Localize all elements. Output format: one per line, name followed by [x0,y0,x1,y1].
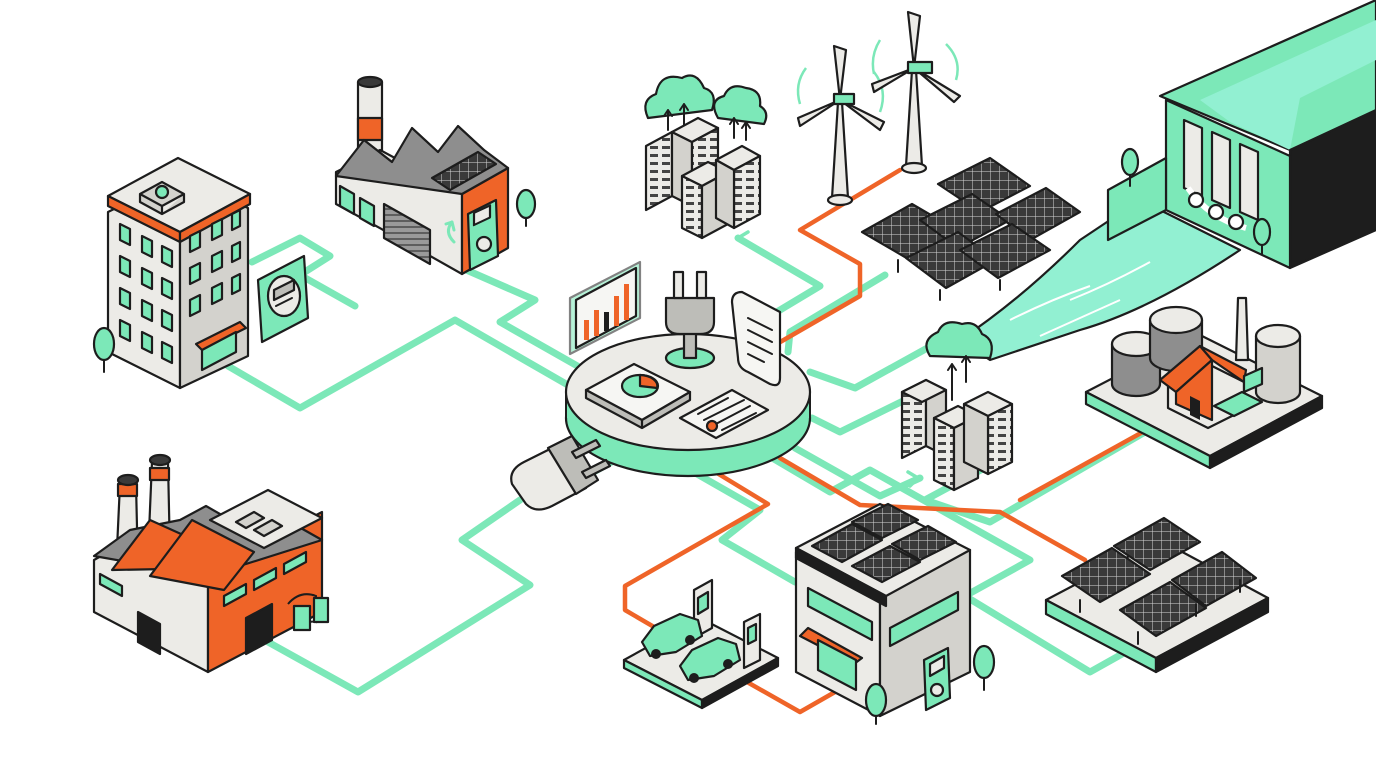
wind-turbine-icon [796,44,886,207]
bar-chart-icon [568,260,642,356]
link-orange-ev [622,467,771,651]
smart-meter-icon [256,254,310,344]
link-commercial [686,466,799,586]
server-rack-icon [900,378,1014,492]
link-edge-dc-2 [791,444,924,500]
link-solar-farm [784,271,889,356]
cloud-upload-icon [644,74,768,141]
solar-panel-icon [860,156,1082,301]
office-windows [118,208,242,365]
wind-turbine-icon [870,10,962,175]
office-building [92,156,310,390]
meter-icon [466,198,500,272]
solar-panel-icon [810,502,958,584]
dam-icon [1106,0,1376,270]
server-rack-icon [644,116,762,240]
solar-farm [860,156,1082,301]
power-plug [510,434,612,511]
tree-icon [515,188,537,227]
wind-farm [796,10,962,207]
link-orange-wind [772,167,903,348]
solar-panel-icon [1060,516,1258,645]
ground-solar-array [1044,516,1270,674]
chimney-icon [1234,296,1250,362]
link-hydro [806,326,964,392]
link-orange-ground [777,455,1088,563]
plug-icon [510,434,612,511]
pipe-icon [287,593,330,632]
tree-icon [1120,147,1140,177]
solar-commercial-building [794,502,996,725]
link-office-meter [248,234,359,310]
ev-charging-station [622,578,780,710]
tree-icon [864,644,996,725]
link-ground-solar [758,448,1194,676]
industrial-factory [92,453,330,674]
link-office [224,316,584,412]
invoice-scroll-icon [730,290,782,387]
tree-icon [1252,217,1272,247]
cloud-icon [925,321,993,360]
tree-icon [92,326,116,373]
car-icon [640,612,742,683]
cloud-data-center [644,74,768,240]
central-hub [564,260,812,478]
link-edge-dc [808,396,909,436]
edge-data-center [900,321,1014,492]
contract-document-icon [678,388,770,440]
orange-power-lines [622,167,1153,715]
roof-solar-factory [334,75,537,276]
plug-icon [664,270,716,370]
pie-chart-icon [584,362,692,430]
water-icon [958,198,1242,362]
link-plug-factory [264,496,534,696]
flow-arrows [736,230,920,488]
meter-icon [922,646,952,712]
arrow-right-icon [906,470,920,488]
arrow-up-icon [736,230,750,246]
solar-panel-icon [430,150,498,192]
biogas-plant [1084,296,1324,470]
hydro-dam [958,0,1376,362]
link-roof-factory [451,261,592,376]
link-orange-biogas [1017,425,1153,503]
